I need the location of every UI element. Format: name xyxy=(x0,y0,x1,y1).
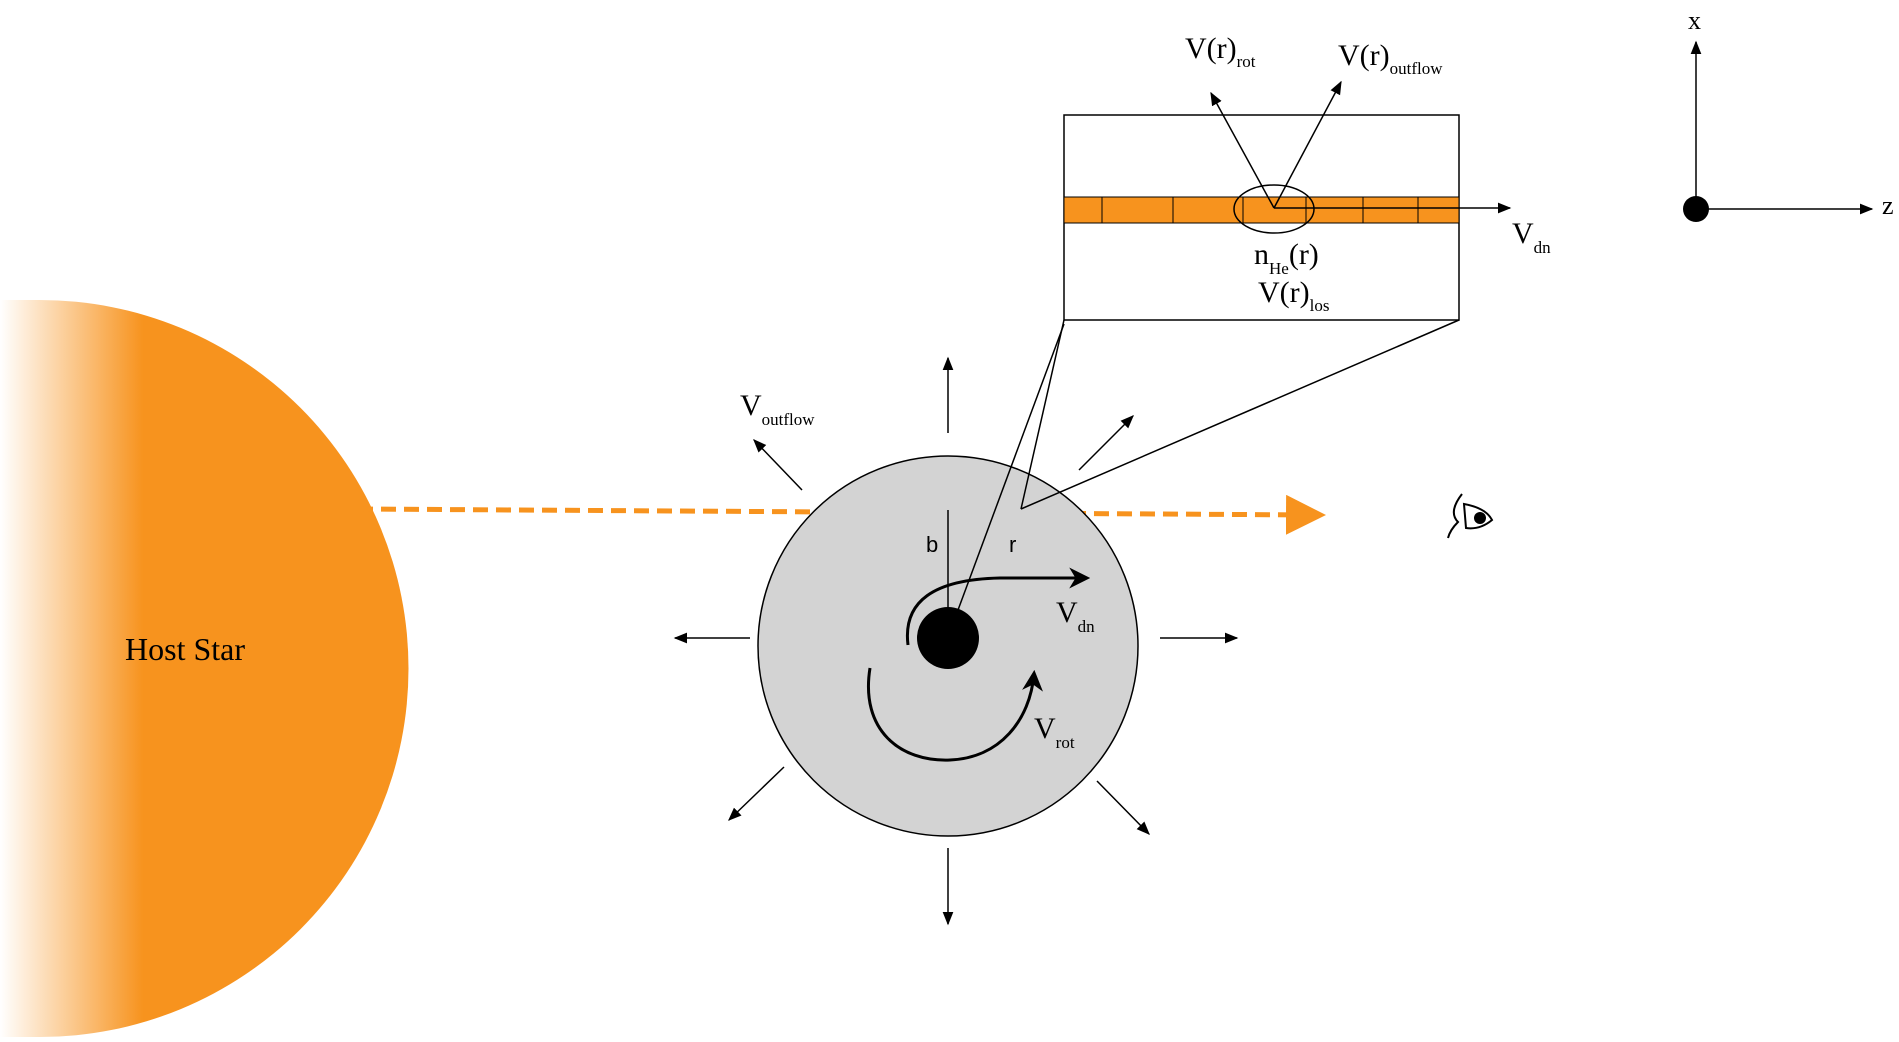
inset-v-rot-label: V(r)rot xyxy=(1185,32,1256,71)
inset-v-outflow-label: V(r)outflow xyxy=(1338,39,1443,78)
planet: b r Vdn Vrot xyxy=(757,323,1139,837)
inset-rot-vector xyxy=(1210,91,1275,209)
v-dn-label: Vdn xyxy=(1056,596,1095,636)
inset-density-label: nHe(r) xyxy=(1254,238,1319,278)
host-star-label: Host Star xyxy=(125,631,245,667)
eye-pupil xyxy=(1474,512,1486,524)
eye-icon xyxy=(1447,493,1494,539)
coordinate-axes: x z xyxy=(1683,6,1894,222)
outflow-arrow-down-right xyxy=(1096,780,1150,835)
v-rot-label: Vrot xyxy=(1034,712,1075,752)
host-star: Host Star xyxy=(0,300,409,1037)
outflow-arrow-up-right xyxy=(1078,415,1134,471)
rotation-flow-arrow xyxy=(867,667,1043,762)
inset-v-los-label: V(r)los xyxy=(1258,276,1329,315)
radius-label: r xyxy=(1009,532,1016,557)
inset: V(r)rot V(r)outflow Vdn nHe(r) V(r)los xyxy=(1063,32,1551,321)
radius-line xyxy=(947,323,1065,638)
v-outflow-label: Voutflow xyxy=(740,389,815,429)
inset-column-strip xyxy=(1063,196,1460,224)
inset-outflow-vector xyxy=(1273,80,1342,209)
inset-cell-highlight xyxy=(1233,184,1315,234)
outflow-arrows: Voutflow xyxy=(673,356,1239,926)
eye-outline xyxy=(1447,493,1463,539)
outflow-arrow-down-left xyxy=(728,766,785,821)
z-axis-label: z xyxy=(1882,191,1894,220)
day-night-flow-arrow xyxy=(905,567,1091,646)
inset-v-dn-label: Vdn xyxy=(1512,217,1551,257)
zoom-line-left xyxy=(1020,319,1065,510)
zoom-line-right xyxy=(1020,319,1460,510)
planet-core xyxy=(917,607,979,669)
host-star-disk xyxy=(0,300,409,1037)
axes-origin xyxy=(1683,196,1709,222)
impact-parameter-label: b xyxy=(926,532,938,557)
x-axis-label: x xyxy=(1688,6,1701,35)
outflow-arrow-up-left xyxy=(753,439,803,491)
